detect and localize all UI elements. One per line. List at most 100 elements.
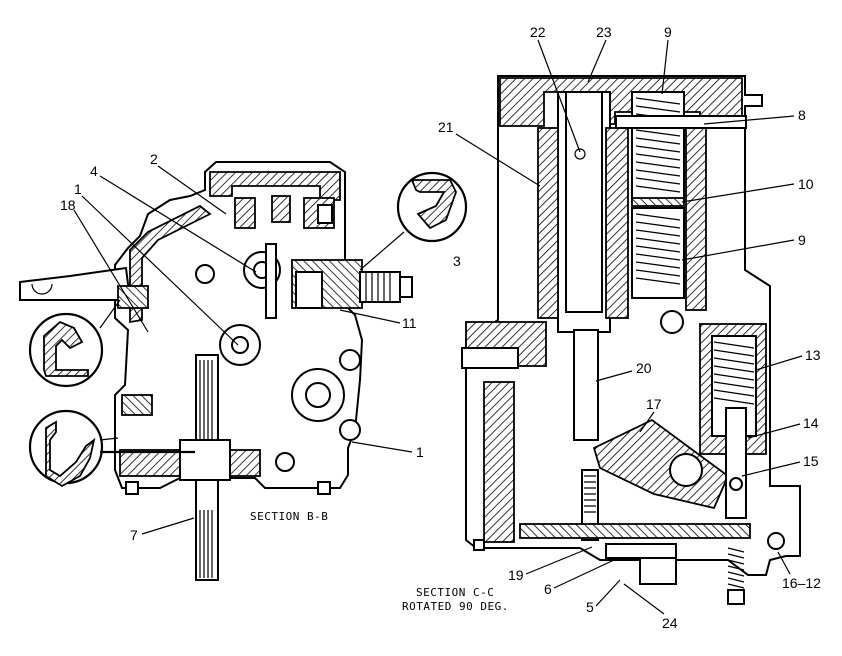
callout-22: 22 <box>530 24 546 40</box>
piston-pin <box>574 148 586 160</box>
leader-14 <box>747 423 801 439</box>
callout-18: 18 <box>60 197 76 213</box>
leader-11 <box>339 309 401 324</box>
hex-plug-1 <box>195 264 215 284</box>
callout-16-12: 16–12 <box>782 575 821 591</box>
leader-13 <box>755 355 803 371</box>
callout-6: 6 <box>544 581 552 597</box>
spring-seat-10 <box>631 197 685 207</box>
bolt-16-12 <box>767 532 785 550</box>
section-cc-view <box>455 39 803 615</box>
callout-5: 5 <box>586 599 594 615</box>
housing-wall-left <box>129 204 212 324</box>
section-bb-view <box>19 161 468 581</box>
hex-plug-2 <box>339 349 361 371</box>
leader-detail-ll <box>99 437 119 441</box>
leader-6 <box>553 559 615 589</box>
detail-circle-upper-left <box>28 312 104 388</box>
callout-14: 14 <box>803 415 819 431</box>
rod-pin <box>729 477 743 491</box>
sleeve-wall-right <box>605 127 629 319</box>
callout-3: 3 <box>453 253 461 269</box>
leader-23 <box>587 39 607 83</box>
hex-plug-4 <box>275 452 295 472</box>
leader-17 <box>639 411 655 433</box>
callout-20: 20 <box>636 360 652 376</box>
thrust-rod <box>265 243 277 319</box>
bearing-roller <box>660 310 684 334</box>
leader-8 <box>703 115 795 125</box>
callout-13: 13 <box>805 347 821 363</box>
callout-10: 10 <box>798 176 814 192</box>
shaft-splines-upper <box>199 360 213 470</box>
shaft-splines-lower <box>199 510 213 578</box>
leader-1a <box>81 195 239 346</box>
lower-bushing <box>121 394 153 416</box>
lower-left-bolt <box>473 539 485 551</box>
callout-4: 4 <box>90 163 98 179</box>
rod-14-15 <box>725 407 747 519</box>
callout-17: 17 <box>646 396 662 412</box>
leader-22 <box>537 39 581 153</box>
spring-9-lower-pocket <box>631 207 685 299</box>
adjust-screw-threads <box>584 475 596 513</box>
callout-24: 24 <box>662 615 678 631</box>
leader-9a <box>661 39 669 95</box>
bearing-retainer <box>179 439 231 481</box>
leader-19 <box>525 546 593 575</box>
bolt-head-1 <box>125 481 139 495</box>
fitting-threads <box>365 272 391 302</box>
control-lever <box>19 266 132 301</box>
fitting-tip <box>399 276 413 298</box>
leader-10 <box>681 183 795 203</box>
leader-2 <box>157 165 227 215</box>
callout-7: 7 <box>130 527 138 543</box>
spring-13 <box>713 341 755 405</box>
sleeve-wall-left <box>537 127 559 319</box>
leader-9b <box>681 239 795 261</box>
callout-2: 2 <box>150 151 158 167</box>
lower-spring-cap <box>727 589 745 605</box>
spring-retainer-8 <box>615 115 747 129</box>
housing-pocket <box>317 204 333 224</box>
leader-21 <box>455 133 541 187</box>
caption-section-cc: SECTION C-C <box>416 586 494 599</box>
detail-circle-lower-left <box>28 409 104 488</box>
leader-24 <box>623 583 665 615</box>
leader-4 <box>99 175 257 273</box>
callout-15: 15 <box>803 453 819 469</box>
callout-1b: 1 <box>416 444 424 460</box>
housing-rib-2 <box>271 195 291 223</box>
housing-rib-1 <box>234 197 256 229</box>
bottom-nut <box>639 557 677 585</box>
callout-23: 23 <box>596 24 612 40</box>
leader-16-12 <box>777 551 791 575</box>
hex-plug-3 <box>339 419 361 441</box>
callout-9a: 9 <box>664 24 672 40</box>
bottom-fitting <box>605 543 677 559</box>
caption-section-bb: SECTION B-B <box>250 510 328 523</box>
leader-18 <box>73 209 149 333</box>
bearing-bore <box>305 382 331 408</box>
lower-spring <box>727 547 745 589</box>
leader-1b <box>351 441 413 453</box>
detail-circle-3 <box>396 171 468 243</box>
linkage-17 <box>592 418 730 510</box>
lower-left-wall <box>483 381 515 543</box>
callout-1a: 1 <box>74 181 82 197</box>
linkage-pivot <box>669 453 703 487</box>
bolt-head-2 <box>317 481 331 495</box>
callout-labels: 2 4 1 18 3 11 1 7 22 23 9 8 21 10 9 13 2… <box>60 24 821 631</box>
leader-15 <box>741 461 801 477</box>
servo-piston <box>565 91 603 313</box>
callout-11: 11 <box>402 315 417 331</box>
lever-20 <box>573 329 599 441</box>
drive-gear-hub <box>231 336 249 354</box>
caption-rotated: ROTATED 90 DEG. <box>402 600 509 613</box>
spring-9-lower <box>635 213 681 285</box>
leader-5 <box>595 579 621 607</box>
callout-21: 21 <box>438 119 454 135</box>
base-plate <box>519 523 751 539</box>
left-plug <box>461 347 519 369</box>
